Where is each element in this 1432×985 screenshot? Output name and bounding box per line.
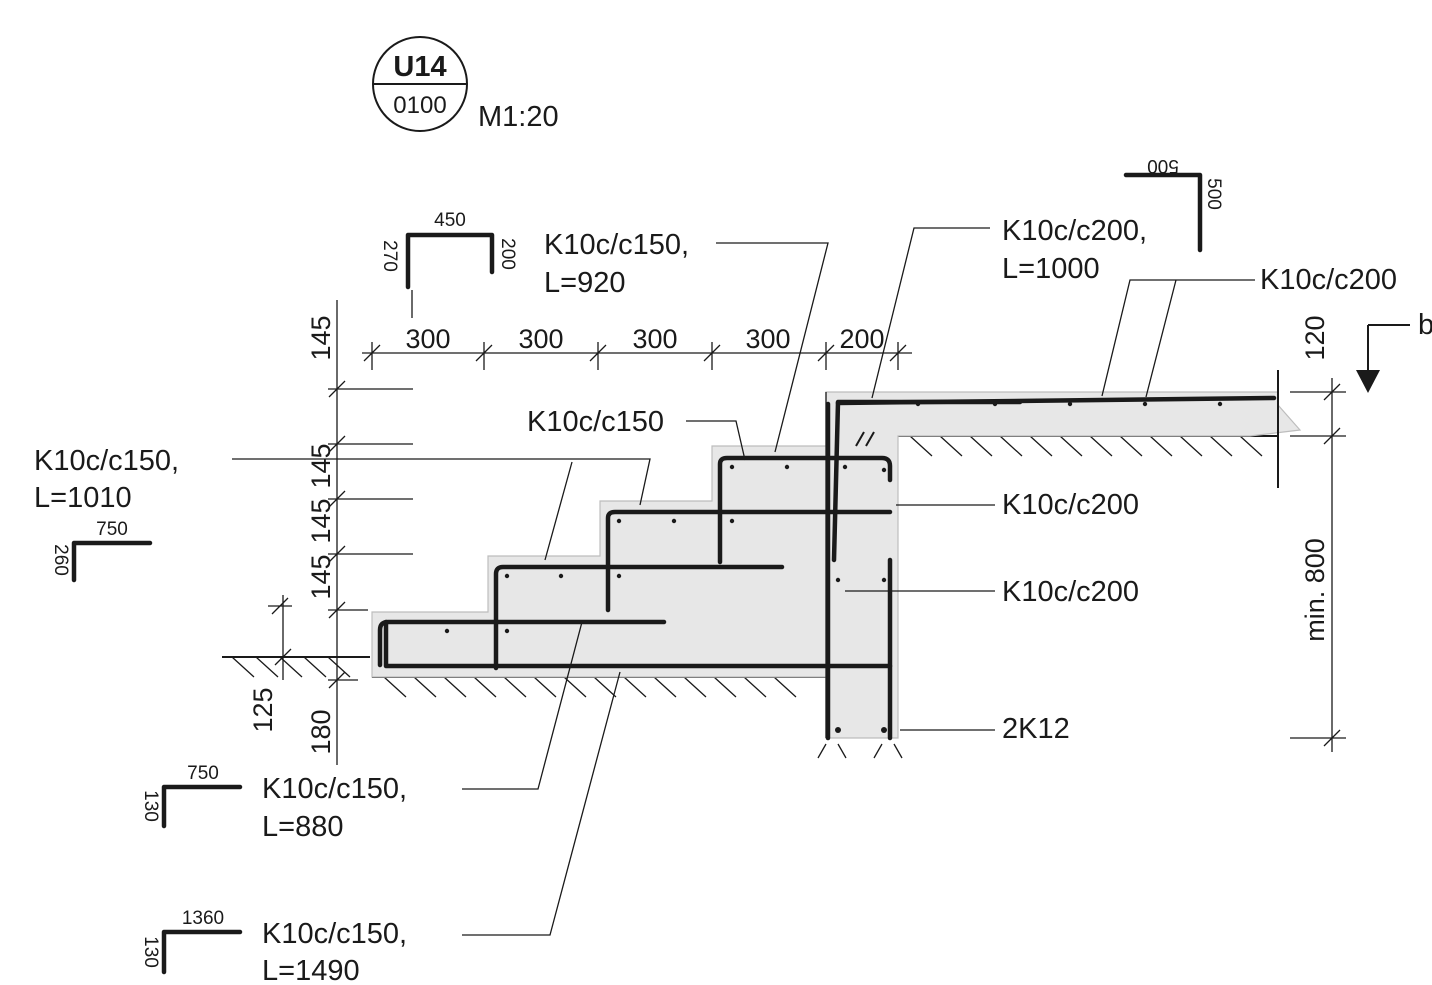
shape4-b: 130 [140, 790, 161, 822]
riser-dim-2: 145 [306, 443, 336, 488]
label-2k12: 2K12 [1002, 713, 1070, 745]
wall-l-bar [831, 399, 1023, 563]
label-k10c150-l1010-a: K10c/c150, [34, 445, 179, 477]
label-k10c150-l880-b: L=880 [262, 811, 343, 843]
label-k10c200-l1000-b: L=1000 [1002, 253, 1100, 285]
detail-id: U14 [393, 51, 446, 83]
step4-bar [717, 455, 893, 565]
riser-dim-3: 145 [306, 498, 336, 543]
tread-dim-1: 300 [405, 324, 450, 354]
bar-shape-2: 500 500 [1123, 155, 1224, 253]
leader-lines [232, 227, 1255, 936]
label-k10c200-wall-2: K10c/c200 [1002, 576, 1139, 608]
bar-shape-1: 450 270 200 [379, 210, 518, 318]
tread-dim-5: 200 [839, 324, 884, 354]
shape2-a: 500 [1147, 155, 1179, 176]
slab-dim: 120 [1300, 315, 1330, 360]
shape1-a: 450 [434, 210, 466, 231]
rebars [377, 395, 1277, 741]
riser-dimensions: 145 145 145 145 125 180 [248, 300, 413, 765]
label-k10c200-l1000-a: K10c/c200, [1002, 215, 1147, 247]
foundation-dim: min. 800 [1300, 538, 1330, 642]
shape4-a: 750 [187, 763, 219, 784]
shape5-b: 130 [140, 936, 161, 968]
shape1-b: 270 [379, 240, 400, 272]
bottom-bar [383, 619, 893, 669]
rebar-labels: K10c/c150, L=920 K10c/c200, L=1000 K10c/… [34, 215, 1397, 985]
section-marker: b [1356, 309, 1432, 393]
riser-dim-1: 145 [306, 315, 336, 360]
detail-bubble: U14 0100 M1:20 [372, 36, 559, 133]
section-mark-label: b [1418, 309, 1432, 341]
label-k10c200-wall-1: K10c/c200 [1002, 489, 1139, 521]
shape1-c: 200 [497, 238, 518, 270]
bar-shape-4: 750 130 [140, 763, 243, 829]
riser-dim-4: 145 [306, 554, 336, 599]
shape3-b: 260 [50, 544, 71, 576]
label-k10c150-l920-b: L=920 [544, 267, 625, 299]
tread-dim-2: 300 [518, 324, 563, 354]
shape3-a: 750 [96, 519, 128, 540]
sheet-ref: 0100 [393, 92, 446, 119]
tread-dimensions: 300 300 300 300 200 [362, 324, 912, 370]
step2-bar [493, 564, 785, 671]
right-dimensions: 120 min. 800 [1277, 315, 1346, 752]
shape5-a: 1360 [182, 908, 224, 929]
bottom-dim-180: 180 [306, 709, 336, 754]
tread-dim-4: 300 [745, 324, 790, 354]
label-k10c150-l880-a: K10c/c150, [262, 773, 407, 805]
step3-bar [605, 509, 893, 613]
tread-dim-3: 300 [632, 324, 677, 354]
label-k10c200-slab: K10c/c200 [1260, 264, 1397, 296]
bar-shape-3: 750 260 [50, 519, 153, 583]
shape2-b: 500 [1203, 178, 1224, 210]
bottom-dim-125: 125 [248, 687, 278, 732]
bar-shape-5: 1360 130 [140, 908, 243, 975]
label-k10c150-l1010-b: L=1010 [34, 482, 132, 514]
label-k10c150-l1490-b: L=1490 [262, 955, 360, 985]
scale-label: M1:20 [478, 101, 559, 133]
label-k10c150-step: K10c/c150 [527, 406, 664, 438]
label-k10c150-l920-a: K10c/c150, [544, 229, 689, 261]
label-k10c150-l1490-a: K10c/c150, [262, 918, 407, 950]
